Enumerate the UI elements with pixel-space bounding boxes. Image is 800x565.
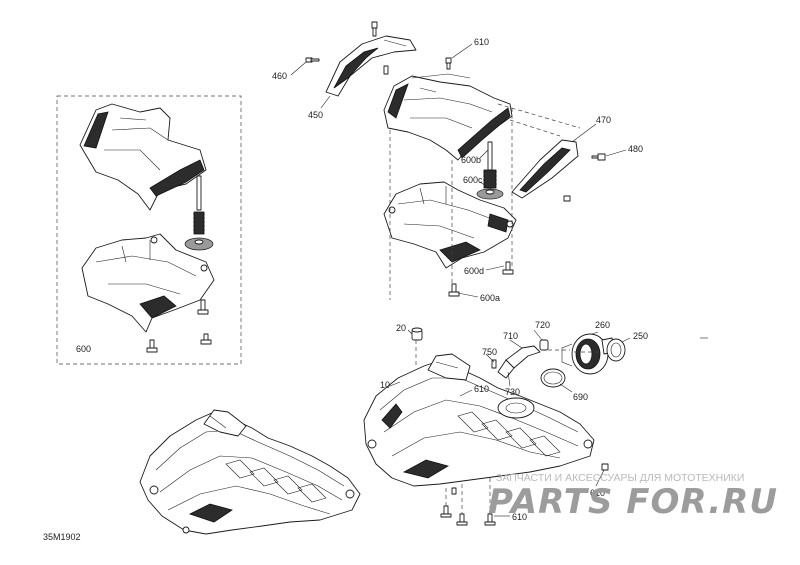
part-250-cover: [606, 338, 626, 362]
screw-470-lower: [563, 195, 571, 202]
label-480: 480: [628, 144, 643, 154]
label-750: 750: [482, 347, 497, 357]
label-600: 600: [76, 344, 91, 354]
callout-labels: 460 450 610 470 480 600b 600c 600d 600a …: [43, 37, 648, 542]
label-600a: 600a: [480, 293, 500, 303]
part-750-screw: [491, 359, 497, 369]
label-730: 730: [505, 387, 520, 397]
inset-lower-housing: [81, 233, 215, 333]
screw-460: [305, 57, 320, 63]
label-600b: 600b: [461, 155, 481, 165]
pin-450: [383, 65, 389, 75]
label-20: 20: [396, 323, 406, 333]
bolt-top: [371, 21, 378, 37]
label-690: 690: [573, 392, 588, 402]
fasteners-600d-600a: [448, 261, 514, 297]
part-690-oring: [540, 368, 566, 388]
label-250: 250: [633, 331, 648, 341]
screw-480: [591, 153, 606, 161]
part-710-hose: [497, 345, 541, 379]
fasteners-bottom: [440, 463, 609, 526]
part-260-throttle: [561, 333, 615, 375]
alignment-lines-bottom: [415, 340, 600, 514]
alignment-lines-top: [389, 103, 581, 300]
watermark: ЗАПЧАСТИ И АКСЕССУАРЫ ДЛЯ МОТОТЕХНИКИ PA…: [488, 472, 778, 522]
intake-manifold-left: [139, 409, 361, 535]
part-20-cap: [411, 327, 423, 341]
label-720: 720: [535, 320, 550, 330]
label-610-bottom: 610: [512, 512, 527, 522]
label-610-top: 610: [474, 37, 489, 47]
inset-bolt-spring: [184, 175, 214, 251]
part-600b-600c: [476, 141, 504, 200]
label-710: 710: [503, 331, 518, 341]
label-10: 10: [380, 380, 390, 390]
label-610-right: 610: [590, 488, 605, 498]
intake-manifold-right: [363, 353, 595, 487]
inset-box-600: 600: [56, 95, 242, 365]
watermark-caption: ЗАПЧАСТИ И АКСЕССУАРЫ ДЛЯ МОТОТЕХНИКИ: [496, 472, 744, 484]
label-600d: 600d: [464, 266, 484, 276]
part-470-panel: [511, 139, 579, 199]
label-460: 460: [272, 71, 287, 81]
label-260: 260: [595, 320, 610, 330]
screw-610-top: [445, 57, 452, 70]
part-720-clamp: [539, 339, 549, 351]
label-470: 470: [596, 115, 611, 125]
watermark-logo: PARTS FOR.RU: [488, 482, 778, 522]
label-610-mid: 610: [474, 384, 489, 394]
label-600c: 600c: [463, 175, 483, 185]
inset-upper-cover: [79, 103, 207, 211]
top-lower-housing: [383, 181, 517, 269]
inset-border: [56, 95, 242, 365]
diagram-code: 35M1902: [43, 532, 81, 542]
part-450-bracket: [325, 35, 417, 97]
top-upper-cover: [383, 73, 513, 161]
label-450: 450: [308, 110, 323, 120]
inset-fasteners: [146, 299, 212, 353]
leader-lines: [290, 43, 708, 517]
